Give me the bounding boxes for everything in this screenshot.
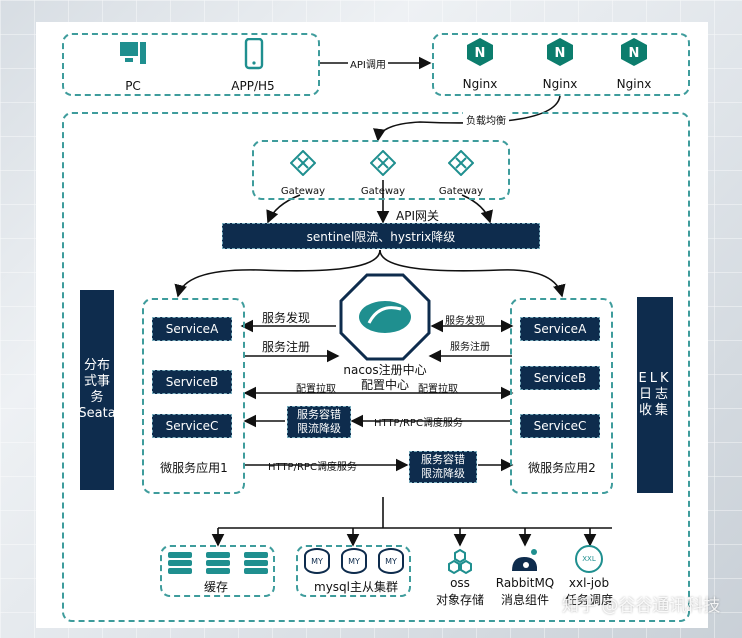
app2-service-b: ServiceB <box>520 366 600 390</box>
load-balance-arrow <box>373 95 561 142</box>
gateway-label-1: Gateway <box>280 186 326 197</box>
sentinel-bar: sentinel限流、hystrix降级 <box>222 223 540 249</box>
cache-group <box>160 545 275 597</box>
oss-label-1: oss <box>450 576 470 590</box>
register-r-label: 服务注册 <box>450 342 490 353</box>
gw1-arrow <box>266 194 301 224</box>
rabbitmq-icon <box>510 547 540 579</box>
http-rpc-label-1: HTTP/RPC调度服务 <box>268 462 357 473</box>
oss-icon <box>447 548 473 580</box>
config-l-label: 配置拉取 <box>296 384 336 395</box>
xxl-job-label-2: 任务调度 <box>564 593 613 607</box>
discover-l-label: 服务发现 <box>262 311 311 325</box>
client-group <box>62 33 320 96</box>
load-balance-label: 负载均衡 <box>463 112 509 127</box>
app1-box <box>142 298 245 494</box>
seata-panel: 分布式事务Seata <box>78 290 116 490</box>
svg-text:N: N <box>629 46 640 61</box>
nginx-group <box>432 33 690 96</box>
fault-tolerance-box-1: 服务容错限流降级 <box>287 406 351 438</box>
gateway-group <box>252 140 510 200</box>
watermark: 知乎 @谷谷通讯科技 <box>562 596 721 616</box>
oss-label-2: 对象存储 <box>435 593 484 607</box>
http-rpc-label-2: HTTP/RPC调度服务 <box>374 418 463 429</box>
main-system-box <box>62 112 690 622</box>
nginx-icon-1: N <box>466 37 494 71</box>
xxl-job-label-1: xxl-job <box>568 576 610 590</box>
app2-service-c: ServiceC <box>520 414 600 438</box>
svg-text:N: N <box>555 46 566 61</box>
mysql-icon-3: MY <box>378 548 404 574</box>
nacos-logo-icon <box>339 273 431 365</box>
xxl-job-icon: XXL <box>575 545 603 573</box>
gateway-icon-2 <box>369 149 397 180</box>
mysql-group <box>296 545 411 597</box>
gateway-label-3: Gateway <box>438 186 484 197</box>
app2-label: 微服务应用2 <box>528 461 596 475</box>
mysql-icon-2: MY <box>341 548 367 574</box>
app2-service-a: ServiceA <box>520 317 600 341</box>
register-l-label: 服务注册 <box>262 340 311 354</box>
gateway-icon-3 <box>447 149 475 180</box>
app1-service-c: ServiceC <box>152 414 232 438</box>
pc-label: PC <box>125 79 141 93</box>
rabbitmq-label-2: 消息组件 <box>500 593 549 607</box>
config-r-label: 配置拉取 <box>418 384 458 395</box>
nginx-label-2: Nginx <box>542 77 578 91</box>
mysql-icons: MY MY MY <box>304 548 404 576</box>
cache-icons <box>166 550 272 580</box>
app-label: APP/H5 <box>231 79 275 93</box>
app1-label: 微服务应用1 <box>160 461 228 475</box>
gw3-arrow <box>461 194 493 224</box>
fault-tolerance-box-2: 服务容错限流降级 <box>409 451 477 483</box>
nacos-subtitle: 配置中心 <box>360 378 409 392</box>
nginx-label-1: Nginx <box>462 77 498 91</box>
app1-service-a: ServiceA <box>152 317 232 341</box>
api-call-label: API调用 <box>348 56 388 71</box>
mysql-icon-1: MY <box>304 548 330 574</box>
elk-panel: ELK日志收集 <box>637 297 673 493</box>
mobile-icon <box>244 37 264 74</box>
mysql-label: mysql主从集群 <box>314 580 398 594</box>
app2-box <box>510 298 613 494</box>
api-gateway-label: API网关 <box>394 207 441 224</box>
svg-text:N: N <box>475 46 486 61</box>
rabbitmq-label-1: RabbitMQ <box>495 576 555 590</box>
nginx-icon-3: N <box>620 37 648 71</box>
to-app2-arrow <box>379 249 566 298</box>
app1-service-b: ServiceB <box>152 370 232 394</box>
nginx-icon-2: N <box>546 37 574 71</box>
pc-icon <box>118 40 148 72</box>
gateway-label-2: Gateway <box>360 186 406 197</box>
nacos-title: nacos注册中心 <box>343 363 427 377</box>
cache-label: 缓存 <box>203 580 228 594</box>
gateway-icon-1 <box>289 149 317 180</box>
nginx-label-3: Nginx <box>616 77 652 91</box>
discover-r-label: 服务发现 <box>445 316 485 327</box>
to-app1-arrow <box>174 249 381 298</box>
